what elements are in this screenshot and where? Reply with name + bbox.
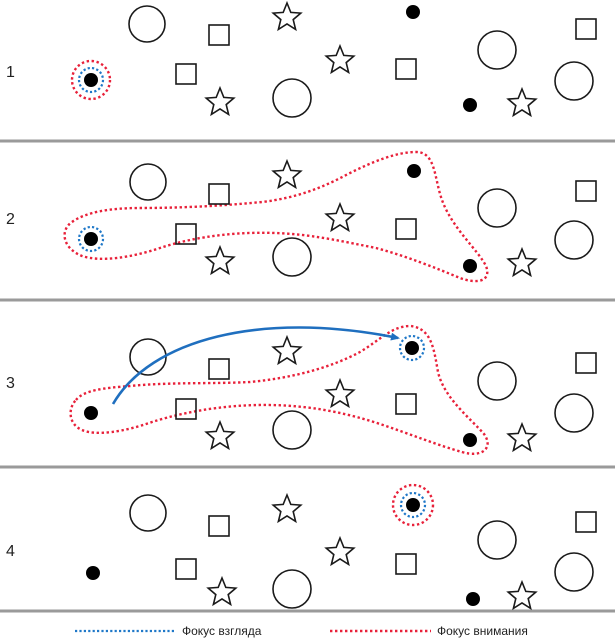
square-shape [208, 24, 230, 46]
square-shape [395, 393, 417, 415]
row-label: 4 [6, 543, 15, 560]
star-shape [204, 419, 236, 451]
square-shape [175, 398, 197, 420]
circle-shape [129, 338, 167, 376]
star-shape [271, 0, 303, 32]
gaze-focus-ring [77, 66, 105, 94]
row-label: 2 [6, 211, 15, 228]
square-shape [395, 58, 417, 80]
star-shape [506, 579, 538, 611]
attention-focus-ring [70, 59, 112, 101]
black-dot [406, 5, 420, 19]
black-dot [405, 341, 419, 355]
circle-shape [272, 410, 312, 450]
circle-shape [554, 552, 594, 592]
square-shape [575, 511, 597, 533]
star-shape [506, 421, 538, 453]
circle-shape [477, 30, 517, 70]
circle-shape [477, 520, 517, 560]
gaze-focus-ring [398, 334, 426, 362]
black-dot [84, 232, 98, 246]
square-shape [175, 223, 197, 245]
square-shape [395, 218, 417, 240]
attention-focus-ring [391, 483, 435, 527]
circle-shape [129, 494, 167, 532]
star-shape [324, 535, 356, 567]
black-dot [84, 73, 98, 87]
attention-focus-region [63, 150, 489, 283]
square-shape [175, 558, 197, 580]
square-shape [575, 18, 597, 40]
star-shape [506, 86, 538, 118]
row-1: 1 [6, 0, 597, 118]
circle-shape [128, 5, 166, 43]
black-dot [463, 98, 477, 112]
gaze-focus-ring [399, 491, 427, 519]
star-shape [324, 201, 356, 233]
circle-shape [272, 237, 312, 277]
star-shape [204, 244, 236, 276]
black-dot [463, 259, 477, 273]
circle-shape [272, 78, 312, 118]
star-shape [206, 575, 238, 607]
star-shape [324, 377, 356, 409]
row-label: 1 [6, 64, 15, 81]
black-dot [463, 433, 477, 447]
circle-shape [272, 569, 312, 609]
black-dot [406, 498, 420, 512]
row-3: 3 [6, 324, 597, 455]
star-shape [271, 158, 303, 190]
black-dot [84, 406, 98, 420]
square-shape [575, 352, 597, 374]
row-4: 4 [6, 483, 597, 611]
square-shape [395, 553, 417, 575]
star-shape [506, 246, 538, 278]
square-shape [208, 515, 230, 537]
black-dot [407, 164, 421, 178]
circle-shape [477, 361, 517, 401]
square-shape [175, 63, 197, 85]
black-dot [86, 566, 100, 580]
star-shape [204, 85, 236, 117]
row-label: 3 [6, 375, 15, 392]
circle-shape [554, 220, 594, 260]
circle-shape [477, 188, 517, 228]
circle-shape [129, 163, 167, 201]
legend-attention-label: Фокус внимания [437, 624, 528, 638]
square-shape [208, 358, 230, 380]
gaze-focus-ring [77, 225, 105, 253]
legend-gaze-label: Фокус взгляда [182, 624, 262, 638]
circle-shape [554, 393, 594, 433]
row-2: 2 [6, 150, 597, 283]
saccade-arrow [111, 326, 400, 405]
star-shape [271, 334, 303, 366]
circle-shape [554, 61, 594, 101]
square-shape [208, 183, 230, 205]
black-dot [466, 592, 480, 606]
legend: Фокус взгляда Фокус внимания [75, 624, 528, 638]
star-shape [324, 43, 356, 75]
star-shape [271, 492, 303, 524]
square-shape [575, 180, 597, 202]
attention-focus-region [69, 324, 489, 455]
